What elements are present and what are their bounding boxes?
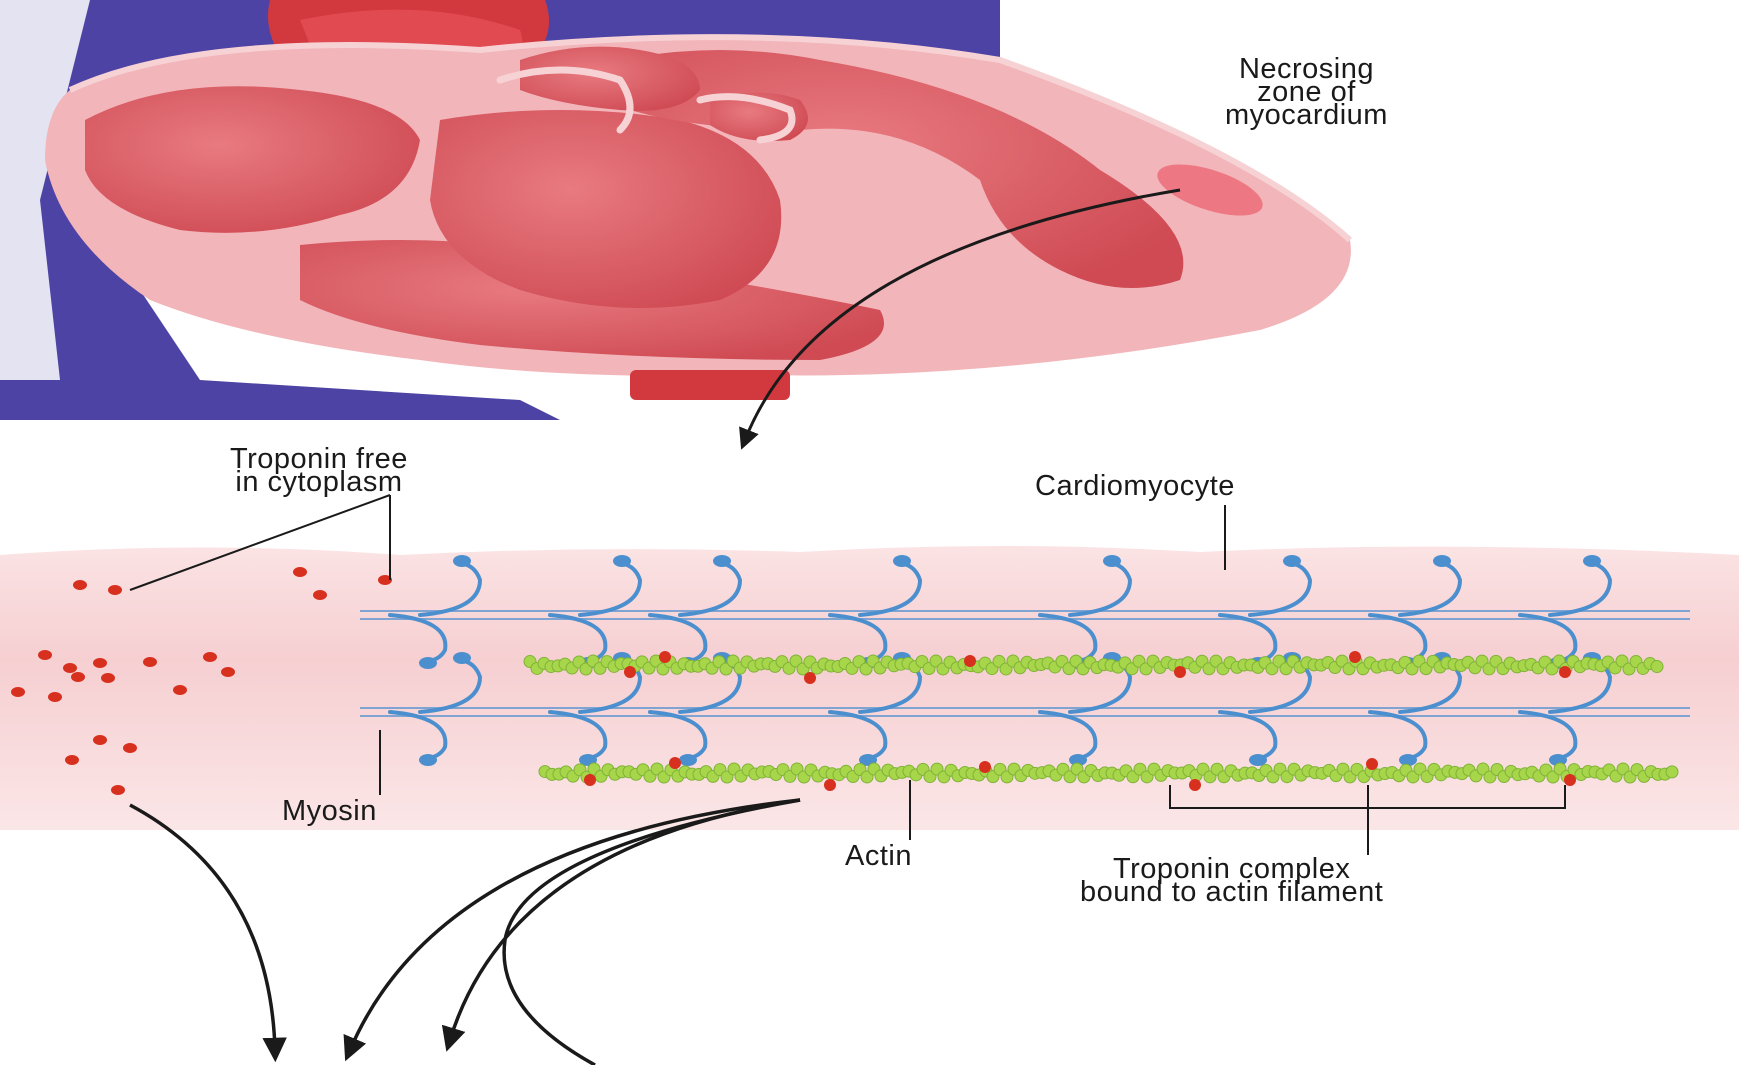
troponin-dot-icon bbox=[38, 650, 52, 660]
troponin-dot-icon bbox=[1349, 651, 1361, 663]
myosin-head bbox=[419, 657, 437, 669]
troponin-dot-icon bbox=[93, 658, 107, 668]
myosin-head bbox=[419, 754, 437, 766]
arrow-down-icon bbox=[450, 800, 800, 1040]
cardiomyocyte-cell bbox=[0, 546, 1739, 830]
myosin-head bbox=[453, 555, 471, 567]
troponin-dot-icon bbox=[63, 663, 77, 673]
myosin-head bbox=[713, 555, 731, 567]
troponin-dot-icon bbox=[65, 755, 79, 765]
label-myosin: Myosin bbox=[282, 800, 377, 823]
heart-illustration bbox=[0, 0, 1351, 420]
troponin-dot-icon bbox=[659, 651, 671, 663]
troponin-dot-icon bbox=[979, 761, 991, 773]
troponin-dot-icon bbox=[313, 590, 327, 600]
troponin-dot-icon bbox=[111, 785, 125, 795]
myosin-head bbox=[893, 555, 911, 567]
troponin-dot-icon bbox=[624, 666, 636, 678]
troponin-dot-icon bbox=[964, 655, 976, 667]
troponin-dot-icon bbox=[73, 580, 87, 590]
myosin-head bbox=[679, 754, 697, 766]
troponin-dot-icon bbox=[71, 672, 85, 682]
actin-monomer bbox=[1666, 766, 1678, 778]
troponin-dot-icon bbox=[1564, 774, 1576, 786]
label-necrosing-zone: Necrosing zone of myocardium bbox=[1225, 58, 1388, 127]
label-troponin-free: Troponin free in cytoplasm bbox=[230, 448, 408, 494]
troponin-dot-icon bbox=[11, 687, 25, 697]
troponin-dot-icon bbox=[1559, 666, 1571, 678]
troponin-dot-icon bbox=[804, 672, 816, 684]
myosin-head bbox=[613, 555, 631, 567]
troponin-dot-icon bbox=[143, 657, 157, 667]
troponin-dot-icon bbox=[123, 743, 137, 753]
troponin-dot-icon bbox=[93, 735, 107, 745]
myosin-head bbox=[1583, 555, 1601, 567]
troponin-dot-icon bbox=[1174, 666, 1186, 678]
release-arrows bbox=[130, 800, 800, 1065]
arrow-down-icon bbox=[130, 805, 275, 1050]
troponin-dot-icon bbox=[824, 779, 836, 791]
myosin-head bbox=[1433, 555, 1451, 567]
troponin-dot-icon bbox=[108, 585, 122, 595]
arrow-down-icon bbox=[350, 800, 800, 1050]
troponin-dot-icon bbox=[221, 667, 235, 677]
myosin-head bbox=[1283, 555, 1301, 567]
myosin-head bbox=[1103, 555, 1121, 567]
troponin-dot-icon bbox=[1366, 758, 1378, 770]
troponin-dot-icon bbox=[1189, 779, 1201, 791]
myosin-head bbox=[1249, 754, 1267, 766]
label-cardiomyocyte: Cardiomyocyte bbox=[1035, 475, 1235, 498]
troponin-dot-icon bbox=[48, 692, 62, 702]
troponin-dot-icon bbox=[293, 567, 307, 577]
troponin-dot-icon bbox=[173, 685, 187, 695]
actin-monomer bbox=[1651, 661, 1663, 673]
label-actin: Actin bbox=[845, 845, 912, 868]
label-troponin-complex: Troponin complex bound to actin filament bbox=[1080, 858, 1383, 904]
troponin-dot-icon bbox=[584, 774, 596, 786]
troponin-dot-icon bbox=[669, 757, 681, 769]
troponin-dot-icon bbox=[203, 652, 217, 662]
myosin-head bbox=[453, 652, 471, 664]
troponin-dot-icon bbox=[101, 673, 115, 683]
